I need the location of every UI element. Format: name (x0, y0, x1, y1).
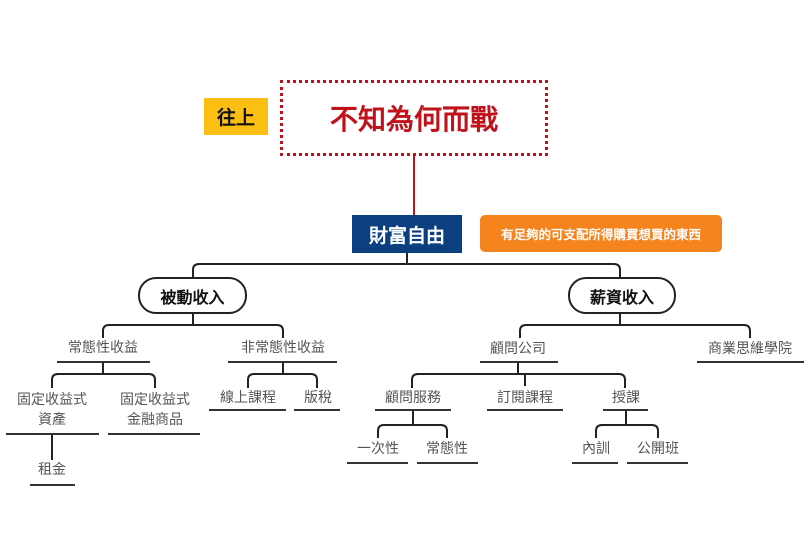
subscription-course-node: 訂閱課程 (497, 390, 553, 406)
definition-note: 有足夠的可支配所得購買想買的東西 (480, 215, 722, 252)
underline (108, 433, 200, 435)
underline (57, 361, 150, 363)
passive-income-node: 被動收入 (138, 277, 247, 314)
consulting-company-node: 顧問公司 (490, 341, 546, 357)
underline (30, 484, 75, 486)
goal-box: 不知為何而戰 (280, 80, 548, 156)
nonrecurring-connector (247, 362, 318, 388)
consulting-connector (411, 362, 626, 388)
underline (487, 409, 563, 411)
underline (603, 409, 648, 411)
recurring-service-node: 常態性 (426, 441, 468, 457)
underline (347, 462, 408, 464)
root-connector (192, 253, 621, 277)
recurring-connector (51, 362, 156, 388)
salary-income-node: 薪資收入 (568, 277, 676, 314)
underline (627, 462, 688, 464)
underline (228, 361, 337, 363)
consulting-service-node: 顧問服務 (385, 390, 441, 406)
teaching-connector (595, 410, 659, 438)
underline (417, 462, 478, 464)
underline (375, 409, 451, 411)
upward-label: 往上 (204, 98, 268, 135)
business-academy-node: 商業思維學院 (708, 341, 792, 357)
wealth-freedom-node: 財富自由 (352, 215, 462, 253)
fixed-financial-node: 固定收益式金融商品 (120, 390, 190, 430)
teaching-node: 授課 (612, 390, 640, 406)
node-line: 固定收益式 (120, 392, 190, 408)
node-line: 固定收益式 (17, 392, 87, 408)
underline (572, 462, 618, 464)
fixed-asset-node: 固定收益式資產 (17, 390, 87, 430)
salary-connector (519, 313, 751, 338)
one-time-node: 一次性 (357, 441, 399, 457)
royalty-node: 版稅 (304, 390, 332, 406)
passive-connector (102, 313, 284, 338)
public-class-node: 公開班 (637, 441, 679, 457)
underline (209, 409, 286, 411)
nonrecurring-income-node: 非常態性收益 (241, 340, 325, 356)
internal-training-node: 內訓 (582, 441, 610, 457)
online-course-node: 線上課程 (220, 390, 276, 406)
rent-node: 租金 (38, 462, 66, 478)
recurring-income-node: 常態性收益 (68, 340, 138, 356)
node-line: 資產 (38, 412, 66, 428)
underline (6, 433, 99, 435)
underline (697, 361, 804, 363)
service-connector (377, 410, 448, 438)
underline (480, 361, 558, 363)
underline (294, 409, 340, 411)
node-line: 金融商品 (127, 412, 183, 428)
